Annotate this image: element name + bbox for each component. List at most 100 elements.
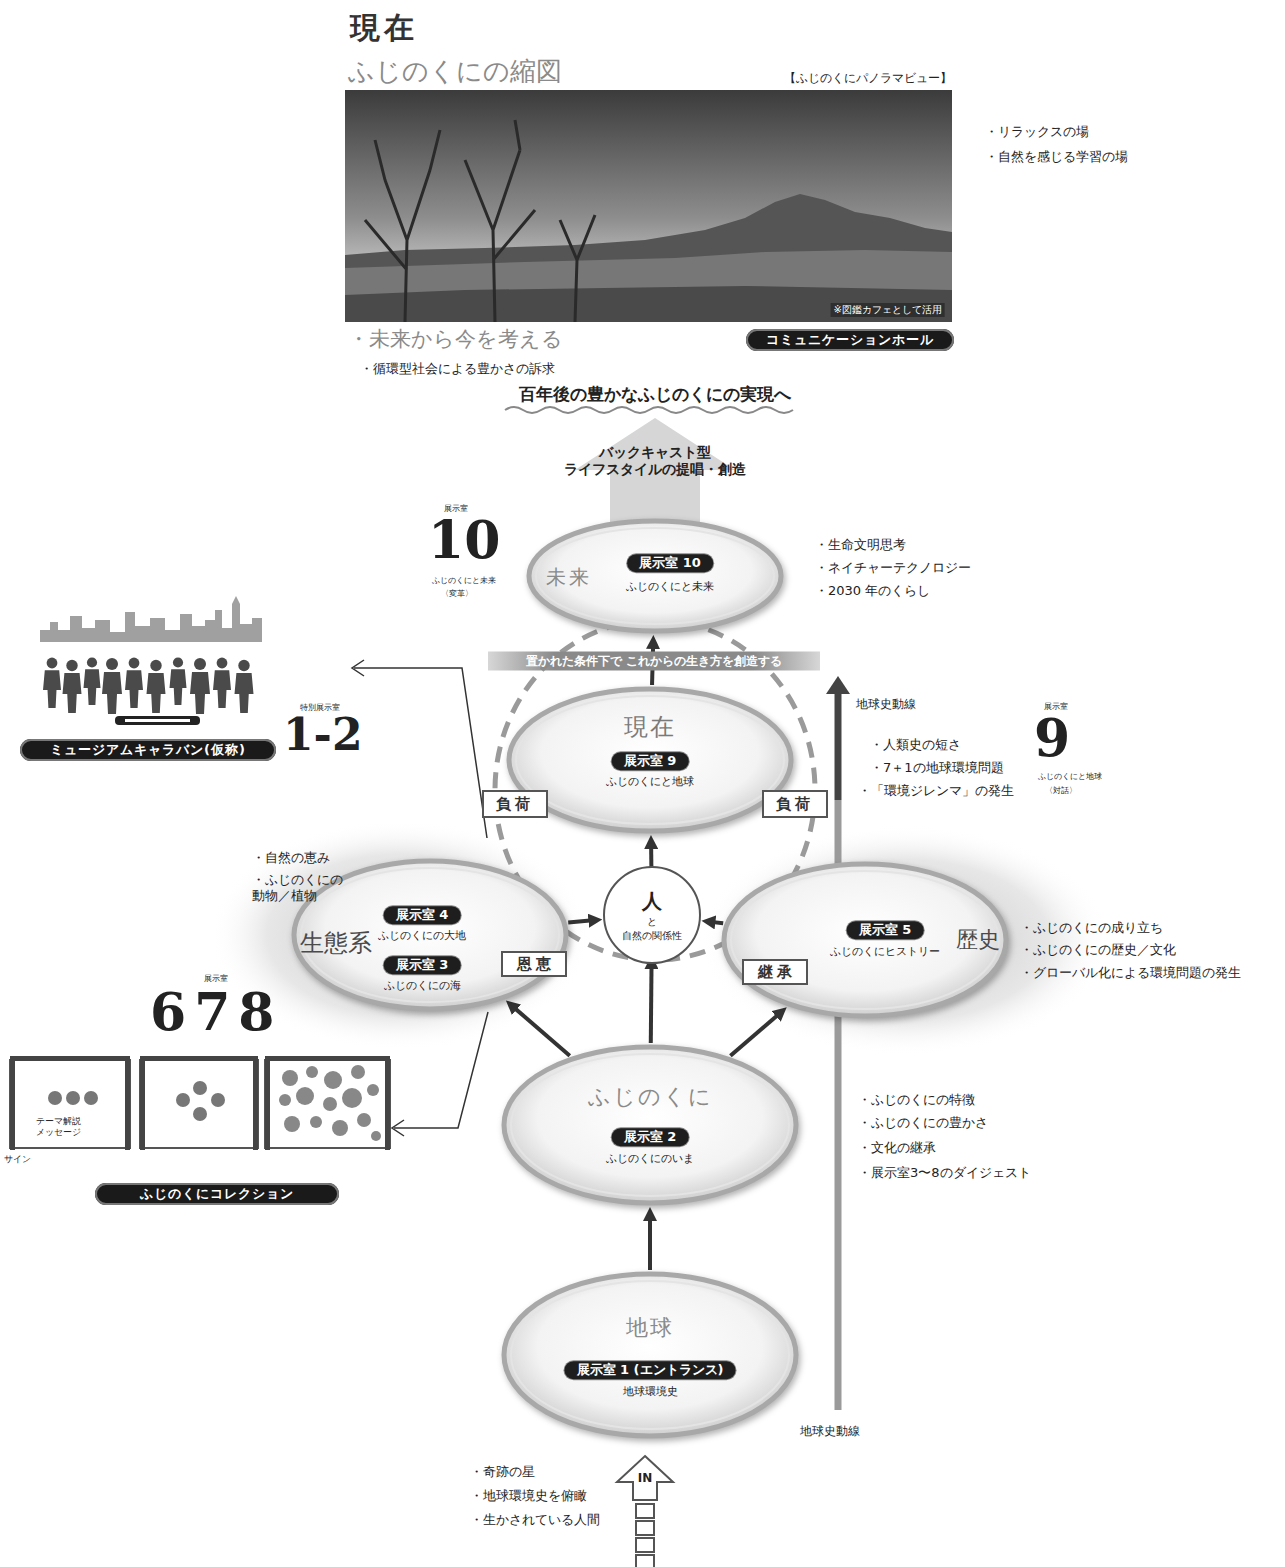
room-name: ふじのくにのいま	[606, 1152, 694, 1165]
annotation-label: ・循環型社会による豊かさの訴求	[360, 361, 555, 377]
history-line-top	[835, 692, 842, 800]
annotation-label: 特別展示室	[300, 703, 340, 713]
exhibit-dot	[279, 1094, 291, 1106]
entrance-step	[636, 1555, 654, 1567]
annotation-label: ・ネイチャーテクノロジー	[815, 560, 971, 576]
panel-post	[140, 1056, 145, 1150]
ellipse-rim	[504, 1274, 796, 1436]
exhibit-dot	[324, 1071, 342, 1089]
photo-caption: 【ふじのくにパノラマビュー】	[784, 71, 952, 85]
annotation-label: 展示室	[1044, 702, 1068, 712]
annotation-label: ・ふじのくにの 動物／植物	[252, 872, 348, 903]
annotation-label: 展示室	[204, 974, 228, 984]
annotation-label: ・自然の恵み	[252, 850, 330, 866]
wavy-underline	[505, 407, 793, 413]
panel-top	[10, 1056, 130, 1061]
load-label: 負荷	[496, 795, 534, 813]
annotation-label: ・ふじのくにの特徴	[858, 1092, 975, 1108]
exhibit-dot	[371, 1131, 381, 1141]
exhibit-dot	[282, 1070, 298, 1086]
exhibit-dot	[176, 1093, 190, 1107]
flow-arrow	[511, 1005, 570, 1056]
annotation-label: 展示室	[444, 504, 468, 514]
person	[190, 658, 210, 714]
zone-ellipse: 地球展示室 1 (エントランス)地球環境史	[500, 1270, 800, 1440]
annotation-label: ・2030 年のくらし	[815, 583, 930, 599]
flow-arrow	[568, 920, 595, 922]
room-pill: 展示室 5	[847, 921, 924, 939]
annotation-label: 地球史動線	[800, 1424, 860, 1438]
annotation-label: 〈変革〉	[441, 589, 473, 599]
annotation-label: ・生かされている人間	[470, 1512, 600, 1528]
panel-frame	[10, 1060, 130, 1148]
flow-arrow	[708, 922, 723, 924]
person	[63, 660, 82, 713]
load-box: 負荷	[482, 790, 548, 818]
exhibit-dot	[284, 1116, 300, 1132]
annotation-label: ・展示室3〜8のダイジェスト	[858, 1165, 1031, 1181]
node-outline	[500, 1270, 800, 1440]
node-outline	[602, 875, 702, 955]
annotation-label: ・奇跡の星	[470, 1464, 535, 1480]
pill-label: ふじのくにコレクション	[140, 1186, 294, 1202]
room-pill: 展示室 1 (エントランス)	[565, 1361, 736, 1379]
annotation-label: 百年後の豊かなふじのくにの実現へ	[519, 384, 791, 404]
skyline	[40, 596, 262, 642]
edge-label: 継承	[742, 959, 808, 985]
ellipse-rim	[509, 689, 791, 831]
load-box: 負荷	[762, 790, 828, 818]
history-halo	[700, 825, 1110, 1055]
annotation-label: ふじのくにと未来	[432, 576, 496, 586]
history-arrowhead	[826, 676, 850, 694]
exhibit-dot	[323, 1097, 337, 1111]
photo-foreground	[345, 286, 952, 322]
annotation-label: ・リラックスの場	[985, 124, 1089, 140]
person	[125, 658, 143, 708]
room-name: ふじのくにの大地	[378, 929, 466, 942]
hub-text: 自然の関係性	[622, 930, 682, 942]
panel-post	[385, 1056, 390, 1150]
panel-post	[10, 1056, 15, 1150]
photo-trees	[365, 120, 595, 322]
annotation-label: IN	[638, 1471, 653, 1485]
exhibit-dot	[357, 1113, 371, 1127]
annotation-label: バックキャスト型 ライフスタイルの提唱・創造	[550, 444, 760, 478]
person	[170, 657, 187, 705]
ellipse-rim	[529, 521, 781, 631]
photo-mountain	[345, 194, 952, 322]
person	[43, 658, 61, 708]
annotation-label: 地球史動線	[856, 697, 916, 711]
room-name: 地球環境史	[623, 1385, 678, 1398]
collection-pill: ふじのくにコレクション	[95, 1183, 339, 1205]
annotation-label: ・人類史の短さ	[870, 737, 961, 753]
room-number: 9	[1034, 712, 1070, 764]
leader-line	[354, 668, 487, 838]
pill-label: ミュージアムキャラバン(仮称)	[50, 742, 246, 758]
room-pill: 展示室 10	[627, 554, 713, 572]
annotation-label: ・文化の継承	[858, 1140, 936, 1156]
annotation-label: ・グローバル化による環境問題の発生	[1020, 965, 1241, 981]
annotation-label: テーマ解説 メッセージ	[36, 1116, 86, 1138]
flow-arrow	[649, 962, 654, 1043]
photo-note: ※図鑑カフェとして活用	[831, 303, 945, 317]
caravan-pill: ミュージアムキャラバン(仮称)	[20, 739, 276, 761]
flow-arrow	[730, 1012, 781, 1056]
exhibit-dot	[211, 1093, 225, 1107]
zone-heading: ふじのくに	[588, 1084, 713, 1110]
ellipse-inner-rim	[731, 871, 999, 1009]
annotation-label: ・ふじのくにの豊かさ	[858, 1115, 988, 1131]
exhibit-dot	[84, 1091, 98, 1105]
panel-top	[140, 1056, 258, 1061]
room-name: ふじのくにと地球	[606, 775, 694, 788]
ellipse-rim	[504, 1047, 796, 1203]
exhibit-dot	[310, 1116, 322, 1128]
person	[213, 658, 231, 708]
entrance-step	[636, 1538, 654, 1552]
room-pill: 展示室 9	[612, 752, 689, 770]
person	[235, 660, 254, 713]
zone-ellipse: 未来展示室 10ふじのくにと未来	[525, 517, 785, 635]
person	[147, 660, 166, 713]
panel-top	[265, 1056, 390, 1061]
exhibit-dot	[296, 1087, 314, 1105]
